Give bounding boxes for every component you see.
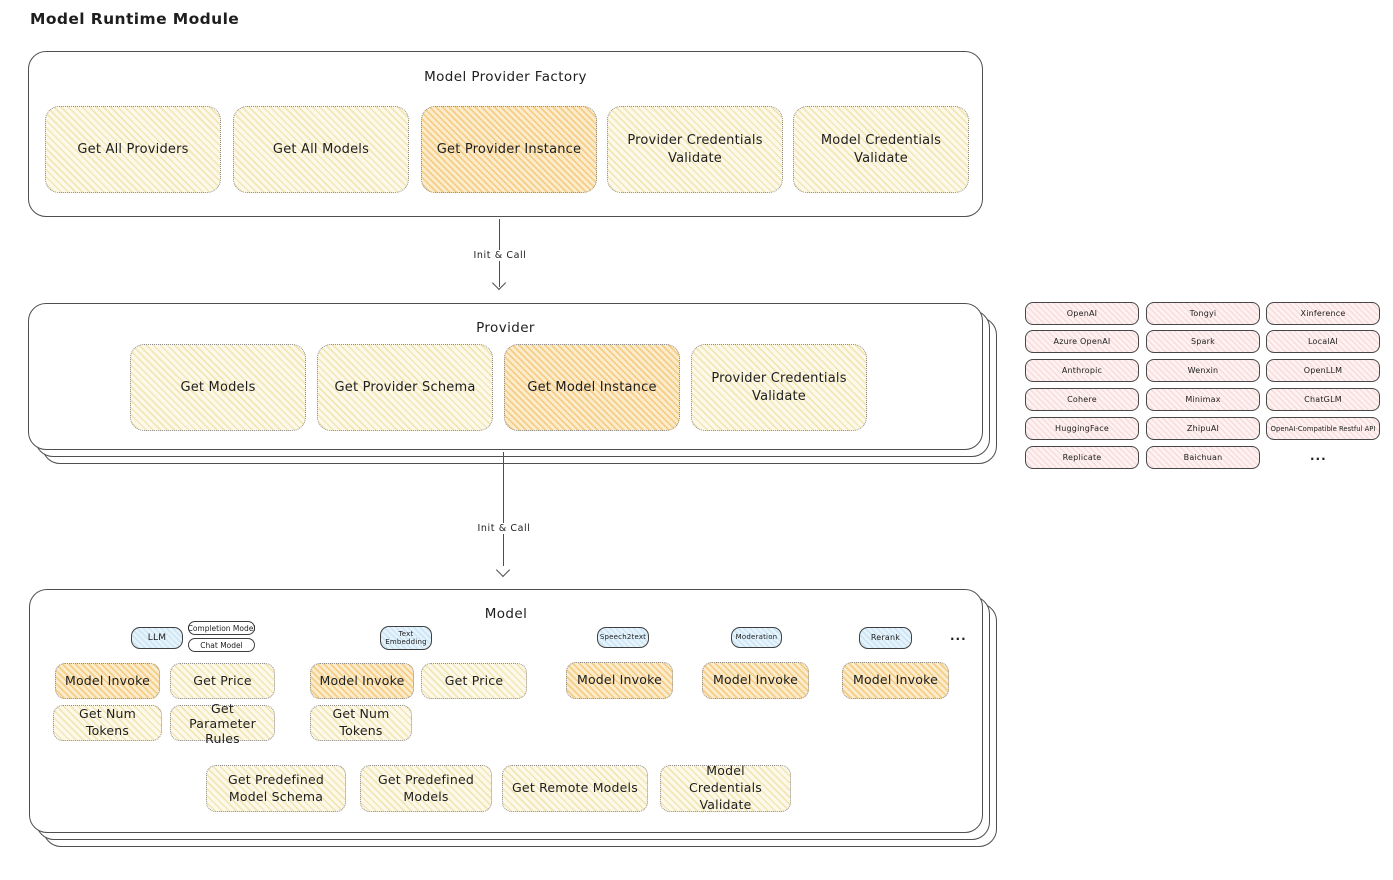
model-btn-get-price-text-embedding: Get Price	[421, 663, 527, 699]
model-btn-get-predefined-models: Get Predefined Models	[360, 765, 492, 812]
arrowhead-down-icon	[491, 275, 507, 291]
tab-speech2text: Speech2text	[597, 627, 649, 648]
provider-chip-openai: OpenAI	[1025, 302, 1139, 325]
provider-btn-get-provider-schema: Get Provider Schema	[317, 344, 493, 431]
provider-chip-replicate: Replicate	[1025, 446, 1139, 469]
model-btn-model-invoke-moderation: Model Invoke	[702, 662, 809, 699]
arrow-label-init-call-2: Init & Call	[472, 523, 536, 534]
provider-panel-title: Provider	[476, 320, 535, 336]
arrow-provider-to-model	[503, 452, 504, 566]
model-tabs-more: ...	[950, 629, 967, 643]
provider-chip-cohere: Cohere	[1025, 388, 1139, 411]
factory-panel-title: Model Provider Factory	[424, 69, 587, 85]
provider-chip-xinference: Xinference	[1266, 302, 1380, 325]
provider-chip-localai: LocalAI	[1266, 330, 1380, 353]
factory-btn-model-credentials-validate: Model Credentials Validate	[793, 106, 969, 193]
provider-btn-provider-credentials-validate: Provider Credentials Validate	[691, 344, 867, 431]
model-btn-model-invoke-llm: Model Invoke	[55, 663, 160, 699]
tab-moderation: Moderation	[731, 627, 782, 648]
tab-completion-model: Completion Model	[188, 621, 255, 635]
provider-chip-chatglm: ChatGLM	[1266, 388, 1380, 411]
provider-chip-wenxin: Wenxin	[1146, 359, 1260, 382]
provider-chip-spark: Spark	[1146, 330, 1260, 353]
model-btn-get-predefined-model-schema: Get Predefined Model Schema	[206, 765, 346, 812]
provider-chip-openai-compatible: OpenAI-Compatible Restful API	[1266, 417, 1380, 440]
model-btn-get-num-tokens-text-embedding: Get Num Tokens	[310, 705, 412, 741]
provider-chip-anthropic: Anthropic	[1025, 359, 1139, 382]
tab-text-embedding: Text Embedding	[380, 626, 432, 650]
provider-chip-openllm: OpenLLM	[1266, 359, 1380, 382]
factory-btn-provider-credentials-validate: Provider Credentials Validate	[607, 106, 783, 193]
provider-btn-get-model-instance: Get Model Instance	[504, 344, 680, 431]
provider-chip-minimax: Minimax	[1146, 388, 1260, 411]
page-title: Model Runtime Module	[30, 10, 240, 28]
model-btn-get-price-llm: Get Price	[170, 663, 275, 699]
model-btn-get-parameter-rules: Get Parameter Rules	[170, 701, 275, 746]
factory-btn-get-all-models: Get All Models	[233, 106, 409, 193]
provider-chip-huggingface: HuggingFace	[1025, 417, 1139, 440]
provider-list-more: ...	[1310, 449, 1327, 463]
tab-rerank: Rerank	[859, 627, 912, 649]
provider-chip-zhipuai: ZhipuAI	[1146, 417, 1260, 440]
provider-chip-baichuan: Baichuan	[1146, 446, 1260, 469]
provider-btn-get-models: Get Models	[130, 344, 306, 431]
model-btn-get-remote-models: Get Remote Models	[502, 765, 648, 812]
provider-chip-azure-openai: Azure OpenAI	[1025, 330, 1139, 353]
factory-btn-get-provider-instance: Get Provider Instance	[421, 106, 597, 193]
tab-chat-model: Chat Model	[188, 638, 255, 652]
provider-chip-tongyi: Tongyi	[1146, 302, 1260, 325]
model-btn-model-invoke-rerank: Model Invoke	[842, 662, 949, 699]
arrowhead-down-icon	[495, 562, 511, 578]
factory-btn-get-all-providers: Get All Providers	[45, 106, 221, 193]
tab-llm: LLM	[131, 627, 183, 649]
model-panel-title: Model	[484, 606, 528, 622]
model-btn-model-credentials-validate: Model Credentials Validate	[660, 763, 791, 812]
model-btn-get-num-tokens-llm: Get Num Tokens	[53, 705, 162, 741]
model-btn-model-invoke-text-embedding: Model Invoke	[310, 663, 414, 699]
model-btn-model-invoke-speech2text: Model Invoke	[566, 662, 673, 699]
arrow-label-init-call-1: Init & Call	[468, 250, 532, 261]
